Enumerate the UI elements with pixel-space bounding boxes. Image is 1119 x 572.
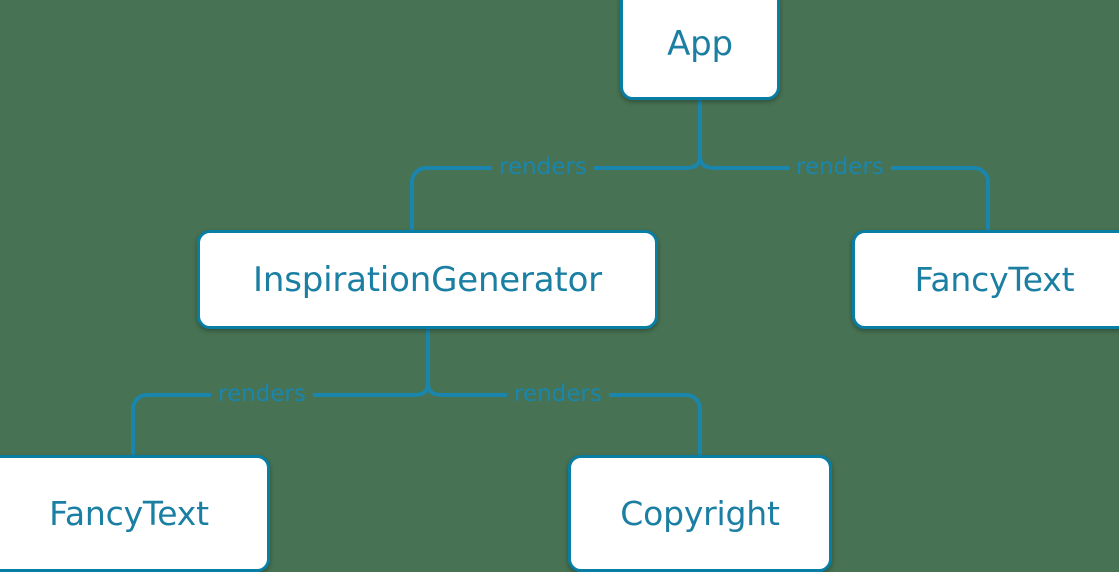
node-copyright-label: Copyright (620, 494, 780, 533)
node-inspiration-generator-label: InspirationGenerator (253, 259, 602, 300)
node-fancytext-bottom[interactable]: FancyText (0, 455, 270, 572)
node-inspiration-generator[interactable]: InspirationGenerator (197, 230, 658, 329)
edge-label-inspiration-generator-to-copyright: renders (507, 383, 609, 406)
node-fancytext-right-label: FancyText (914, 260, 1075, 299)
node-fancytext-bottom-label: FancyText (49, 494, 209, 533)
edge-label-inspiration-generator-to-fancytext: renders (211, 383, 313, 406)
node-app[interactable]: App (620, 0, 780, 100)
node-copyright[interactable]: Copyright (568, 455, 832, 572)
node-app-label: App (667, 24, 733, 64)
node-fancytext-right[interactable]: FancyText (852, 230, 1119, 329)
edge-label-app-to-fancytext: renders (789, 156, 891, 179)
edge-label-app-to-inspiration-generator: renders (492, 156, 594, 179)
